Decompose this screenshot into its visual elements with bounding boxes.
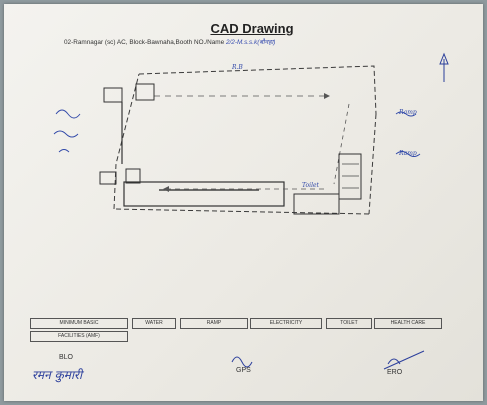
booth-floor-plan bbox=[53, 52, 449, 370]
subtitle-printed: 02-Ramnagar (sc) AC, Block-Bawnaha,Booth… bbox=[64, 39, 225, 46]
toilet-block bbox=[293, 193, 340, 215]
gate-pillar-right bbox=[135, 83, 155, 101]
blo-label: BLO bbox=[59, 354, 74, 361]
lower-post-right bbox=[125, 168, 141, 184]
north-marker-arrow bbox=[439, 52, 449, 65]
flow-arrowhead-bottom bbox=[163, 186, 169, 192]
flow-arrowhead-top bbox=[324, 93, 330, 99]
boundary-line-top bbox=[138, 65, 377, 115]
handwritten-note-right bbox=[395, 111, 421, 157]
boundary-line-right bbox=[368, 113, 377, 215]
legend-ramp: RAMP bbox=[180, 318, 248, 329]
legend-electricity: ELECTRICITY bbox=[250, 318, 322, 329]
gps-signature-mark bbox=[231, 356, 253, 368]
blo-signature: रमन कुमारी bbox=[32, 368, 83, 382]
label-ramp-upper: Ramp bbox=[399, 109, 417, 116]
label-ramp-lower: Ramp bbox=[399, 150, 417, 157]
legend-facilities: FACILITIES (AMF) bbox=[30, 331, 128, 342]
boundary-line-bottom bbox=[113, 208, 370, 215]
ero-label: ERO bbox=[387, 369, 403, 376]
boundary-line-left bbox=[113, 73, 140, 210]
document-title: CAD Drawing bbox=[210, 21, 294, 36]
handwritten-note-left bbox=[53, 109, 81, 153]
lower-post-left bbox=[99, 171, 117, 185]
label-toilet: Toilet bbox=[302, 182, 319, 189]
legend-minimum-basic: MINIMUM BASIC bbox=[30, 318, 128, 329]
legend-toilet: TOILET bbox=[326, 318, 372, 329]
document-sheet: CAD Drawing 02-Ramnagar (sc) AC, Block-B… bbox=[4, 4, 483, 401]
legend-water: WATER bbox=[132, 318, 176, 329]
inner-room bbox=[123, 181, 285, 207]
subtitle-handwritten: 2/2-M.s.s.k(बौनहा) bbox=[225, 39, 276, 46]
legend-health-care: HEALTH CARE bbox=[374, 318, 442, 329]
flow-arrow-right bbox=[333, 103, 350, 185]
gps-label: GPS bbox=[236, 367, 251, 374]
label-top-room: R.B bbox=[232, 64, 243, 71]
ero-signature-mark bbox=[383, 350, 425, 370]
right-structure bbox=[338, 153, 362, 200]
gate-pillar-left bbox=[103, 87, 123, 103]
document-subtitle: 02-Ramnagar (sc) AC, Block-Bawnaha,Booth… bbox=[64, 37, 464, 46]
